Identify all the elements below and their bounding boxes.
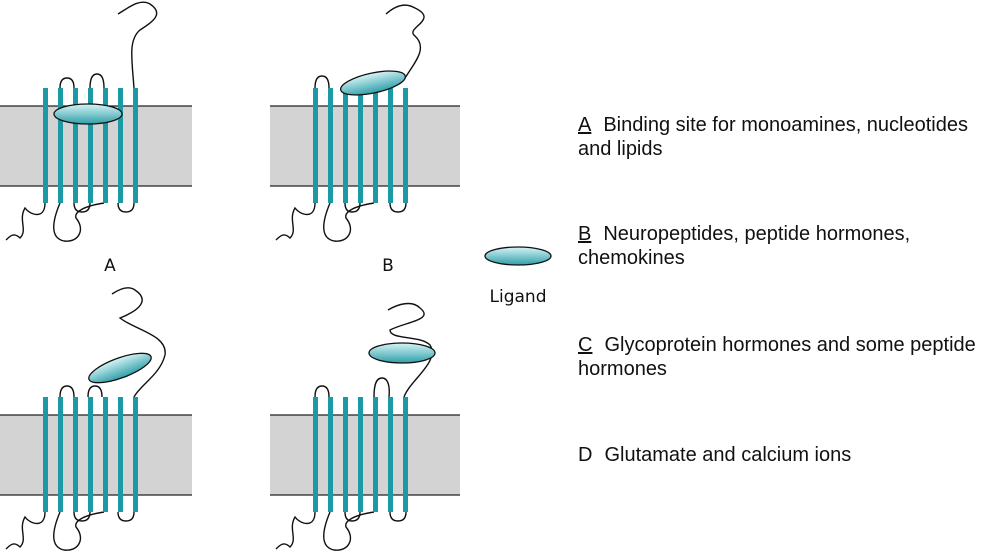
legend-letter-d: D: [578, 444, 593, 466]
ligand-key: Ligand: [484, 246, 552, 307]
membrane-d: [270, 415, 460, 495]
legend-letter-b: B: [578, 223, 592, 245]
panel-label-b: B: [382, 256, 394, 276]
receptor-panel-d: [270, 302, 460, 551]
loops-b: [275, 4, 425, 242]
helices-b: [313, 88, 408, 203]
loops-d: [275, 302, 433, 551]
loops-c: [5, 287, 166, 551]
legend-letter-c: C: [578, 334, 593, 356]
ligand-d: [368, 342, 436, 364]
ligand-key-label: Ligand: [490, 287, 547, 307]
ligand-key-icon: [484, 246, 552, 266]
legend-text-c: Glycoprotein hormones and some peptide h…: [578, 334, 976, 380]
membrane-c: [0, 415, 192, 495]
legend-text-a: Binding site for monoamines, nucleotides…: [578, 114, 968, 160]
legend-item-d: D Glutamate and calcium ions: [578, 443, 993, 467]
membrane-b: [270, 106, 460, 186]
ligand-a: [53, 103, 123, 125]
legend-letter-a: A: [578, 114, 592, 136]
helices-a: [43, 88, 138, 203]
legend-text-d: Glutamate and calcium ions: [604, 444, 852, 466]
receptor-panel-c: [0, 287, 192, 551]
ligand-b: [340, 70, 406, 96]
ligand-c: [88, 352, 152, 384]
receptor-panel-a: A: [0, 1, 192, 276]
helices-d: [313, 397, 408, 512]
receptor-panel-b: B: [270, 4, 460, 276]
panel-label-a: A: [104, 256, 116, 276]
loops-a: [5, 1, 158, 242]
helices-c: [43, 397, 138, 512]
legend-text-b: Neuropeptides, peptide hormones, chemoki…: [578, 223, 911, 269]
